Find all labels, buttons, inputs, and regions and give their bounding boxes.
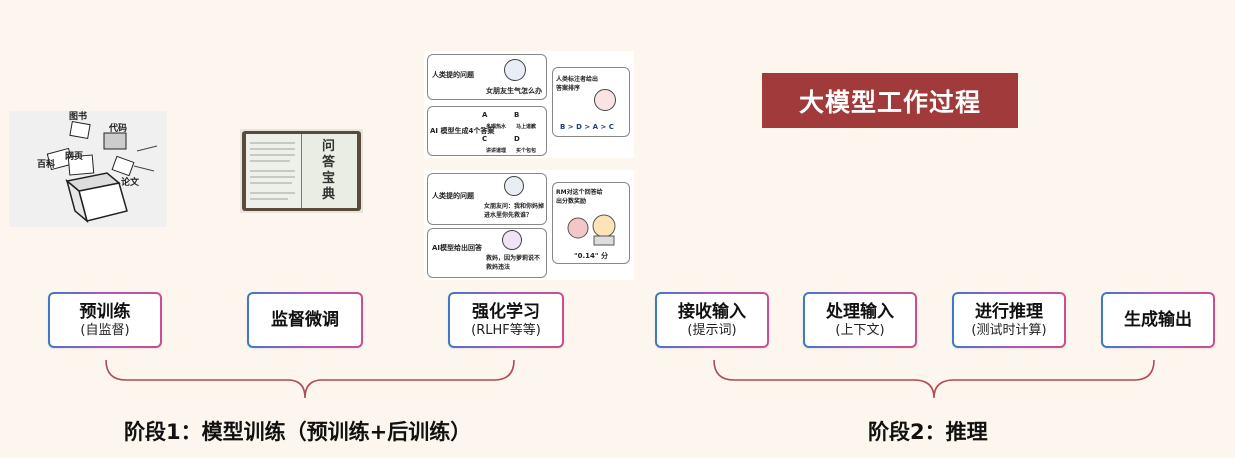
question-text-2: 女朋友问：我和你妈掉进水里你先救谁？ (484, 203, 545, 219)
stage-title: 进行推理 (975, 302, 1043, 322)
option-b-key: B (514, 111, 520, 119)
answer-card (427, 228, 547, 278)
rlhf-ranking-illustration: 人类提的问题 女朋友生气怎么办 AI 模型生成4个答案 A 多喝热水 B 马上道… (424, 51, 634, 158)
label-paper: 论文 (121, 178, 140, 188)
label-webpage: 网页 (65, 152, 84, 162)
stage-title: 预训练 (79, 302, 131, 322)
stage-subtitle: (提示词) (687, 323, 737, 338)
ranking-label: 人类标注者给出答案排序 (556, 76, 599, 92)
option-d-key: D (514, 135, 520, 143)
question-card (427, 54, 547, 100)
option-a-key: A (482, 111, 488, 119)
question-text: 女朋友生气怎么办 (486, 87, 542, 95)
option-b-text: 马上道歉 (516, 124, 537, 130)
stage-rlhf: 强化学习 (RLHF等等) (448, 292, 564, 348)
phase1-brace (105, 359, 515, 399)
reward-label: RM对这个回答给出分数奖励 (556, 189, 603, 205)
open-book (242, 131, 361, 211)
stage-receive-input: 接收输入 (提示词) (655, 292, 769, 348)
option-c-text: 讲讲道理 (486, 148, 507, 154)
answers-card (427, 106, 547, 156)
stage-title: 接收输入 (678, 302, 746, 322)
data-box-sketch (9, 111, 167, 227)
stage-subtitle: (自监督) (80, 323, 130, 338)
phase2-label: 阶段2：推理 (868, 420, 988, 444)
reward-card (552, 182, 630, 264)
diagram-title-banner: 大模型工作过程 (762, 73, 1018, 128)
girlfriend-face-icon (504, 59, 526, 81)
ranking-card (552, 67, 630, 137)
stage-title: 处理输入 (826, 302, 894, 322)
stage-title: 强化学习 (472, 302, 540, 322)
phase1-label: 阶段1：模型训练（预训练+后训练） (124, 420, 472, 444)
stage-subtitle: (上下文) (835, 323, 885, 338)
option-d-text: 买个包包 (516, 148, 537, 154)
stage-title: 生成输出 (1124, 309, 1192, 330)
option-c-key: C (482, 135, 488, 143)
stage-reasoning: 进行推理 (测试时计算) (952, 292, 1066, 348)
stage-process-input: 处理输入 (上下文) (803, 292, 917, 348)
rlhf-reward-illustration: 人类提的问题 女朋友问：我和你妈掉进水里你先救谁？ AI模型给出回答 救妈，因为… (424, 170, 634, 280)
question-label-2: 人类提的问题 (432, 192, 474, 200)
question-card-2 (427, 173, 547, 225)
stage-sft: 监督微调 (247, 292, 363, 348)
pretraining-illustration: 图书 代码 百科 网页 论文 (9, 111, 167, 227)
girlfriend-face-icon-2 (504, 176, 524, 196)
sft-book-illustration: 问答宝典 (240, 129, 363, 213)
answers-label: AI 模型生成4个答案 (430, 127, 495, 135)
ranking-result: B > D > A > C (560, 123, 614, 131)
stage-subtitle: (测试时计算) (971, 323, 1047, 338)
stage-generate-output: 生成输出 (1101, 292, 1215, 348)
stage-pretraining: 预训练 (自监督) (48, 292, 162, 348)
answer-label: AI模型给出回答 (432, 244, 483, 252)
label-encyclopedia: 百科 (37, 160, 56, 170)
option-a-text: 多喝热水 (486, 124, 507, 130)
label-books: 图书 (69, 112, 88, 122)
reward-score: "0.14" 分 (574, 252, 609, 260)
label-code: 代码 (109, 124, 128, 134)
book-title: 问答宝典 (322, 139, 336, 202)
robot-icon (567, 214, 616, 246)
phase2-brace (713, 359, 1155, 399)
answer-text: 救妈，因为萝莉说不救妈违法 (486, 255, 541, 271)
stage-title: 监督微调 (271, 309, 339, 330)
question-label: 人类提的问题 (432, 71, 474, 79)
stage-subtitle: (RLHF等等) (471, 323, 541, 338)
annotator-face-icon (594, 89, 616, 111)
ai-face-icon (502, 230, 522, 250)
